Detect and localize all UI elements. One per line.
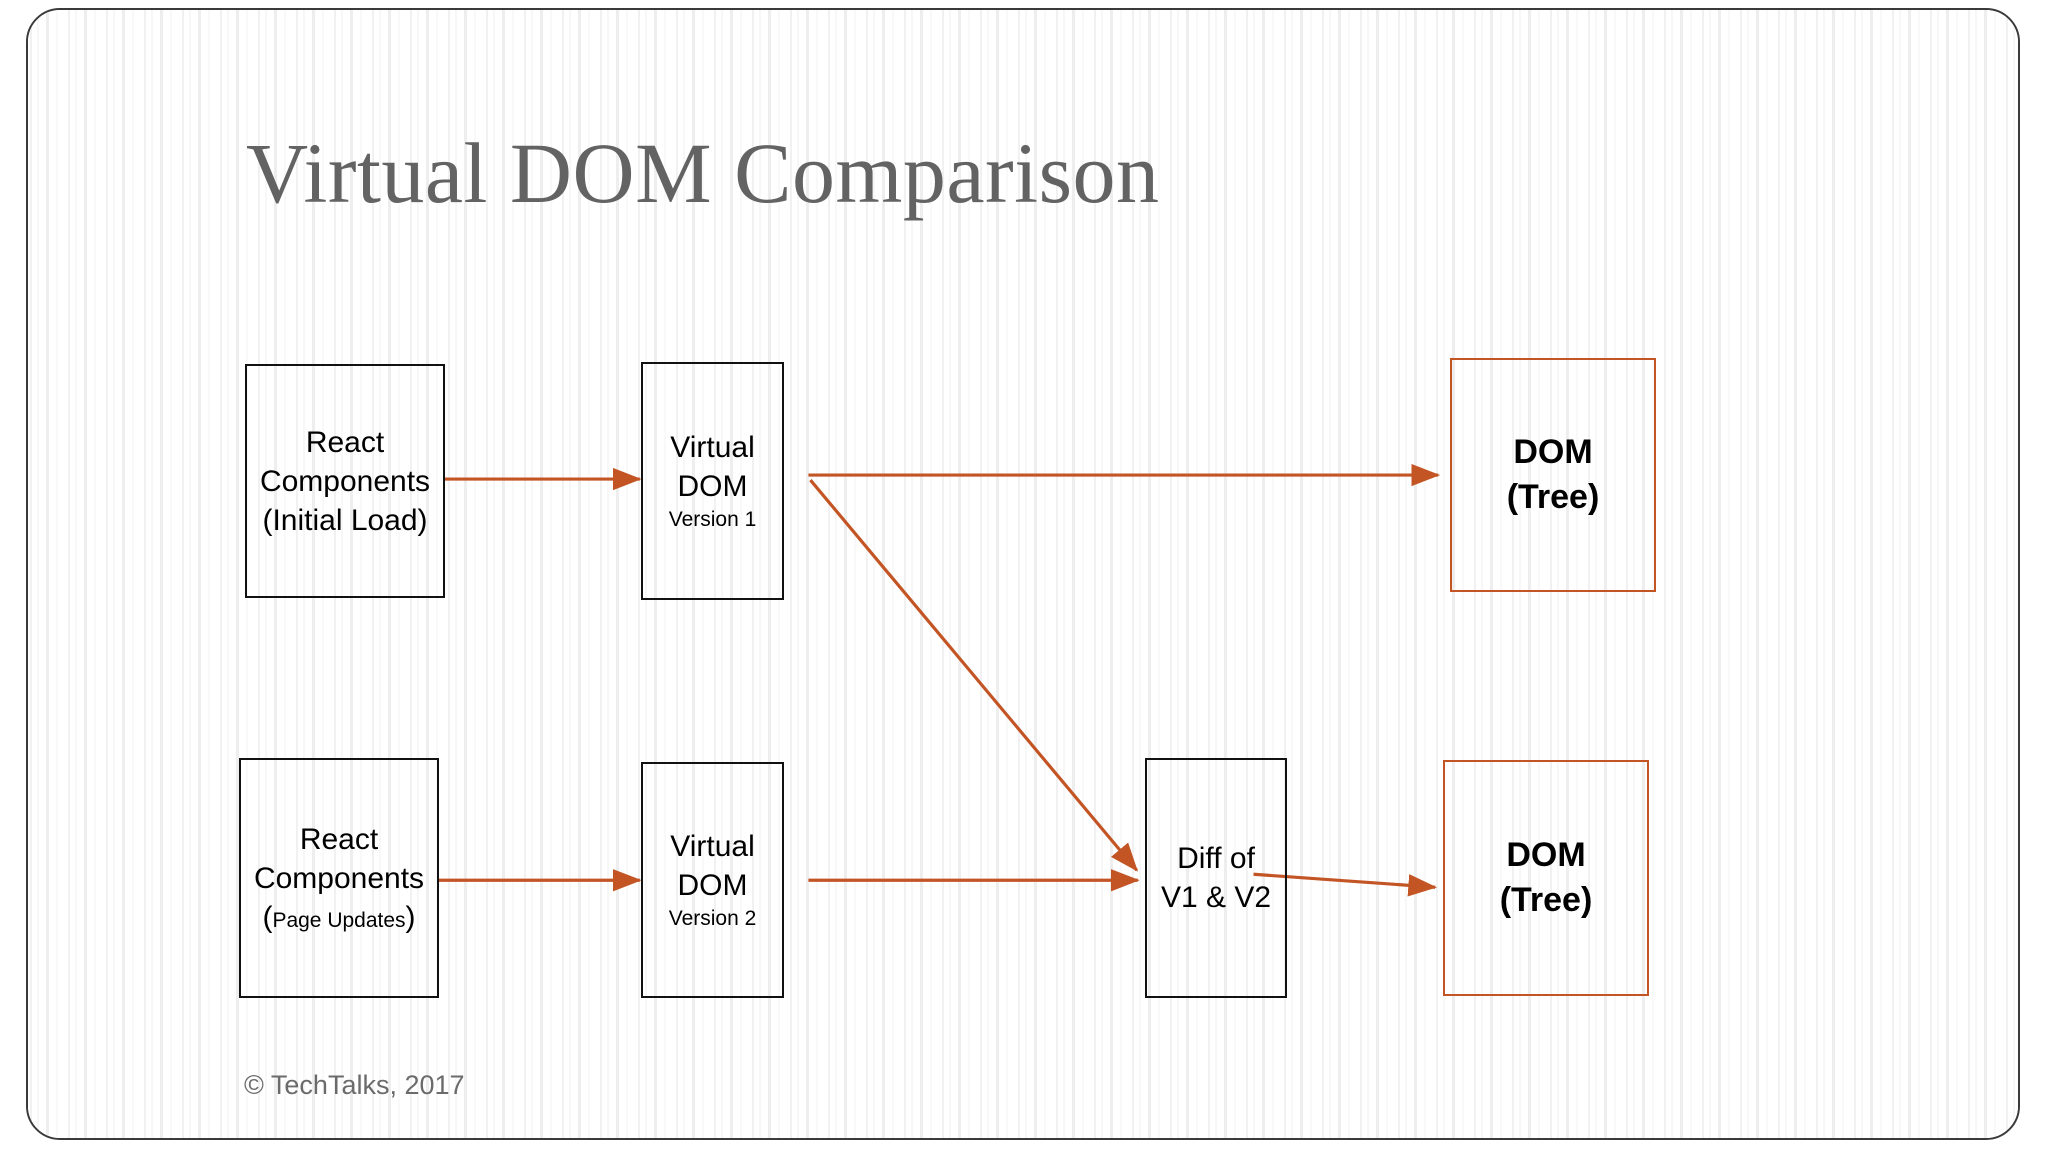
node-line: Virtual: [670, 431, 755, 465]
node-virtual-dom-v1[interactable]: Virtual DOM Version 1: [641, 362, 784, 600]
edge-vdom1-to-diff: [809, 479, 1138, 872]
node-sublabel: Version 2: [668, 907, 757, 931]
node-react-components-initial[interactable]: React Components (Initial Load): [245, 364, 445, 598]
node-line: DOM: [1513, 433, 1593, 472]
node-virtual-dom-v2[interactable]: Virtual DOM Version 2: [641, 762, 784, 998]
node-dom-tree-top[interactable]: DOM (Tree): [1450, 358, 1656, 592]
slide-frame: Virtual DOM Comparison React Compo: [26, 8, 2020, 1140]
page-title: Virtual DOM Comparison: [246, 125, 1160, 221]
node-dom-tree-bottom[interactable]: DOM (Tree): [1443, 760, 1649, 996]
node-line: Virtual: [670, 830, 755, 864]
node-line: (Tree): [1499, 881, 1593, 919]
node-paren-inner: Page Updates: [272, 908, 406, 932]
node-line: (Initial Load): [262, 503, 428, 537]
node-sublabel: Version 1: [668, 508, 757, 532]
node-diff-v1-v2[interactable]: Diff of V1 & V2: [1145, 758, 1287, 998]
node-line: Components: [253, 861, 425, 895]
node-line: Diff of: [1177, 842, 1255, 875]
node-line: V1 & V2: [1160, 881, 1272, 914]
node-line: React: [299, 822, 379, 856]
node-react-components-updates[interactable]: React Components (Page Updates): [239, 758, 439, 998]
node-paren-label: (Page Updates): [262, 900, 416, 934]
node-line: (Tree): [1506, 478, 1600, 516]
node-line: DOM: [677, 470, 748, 504]
node-line: Components: [259, 464, 431, 498]
node-line: React: [305, 425, 385, 459]
node-line: DOM: [677, 869, 748, 903]
copyright-footer: © TechTalks, 2017: [244, 1070, 465, 1100]
node-line: DOM: [1506, 836, 1586, 875]
